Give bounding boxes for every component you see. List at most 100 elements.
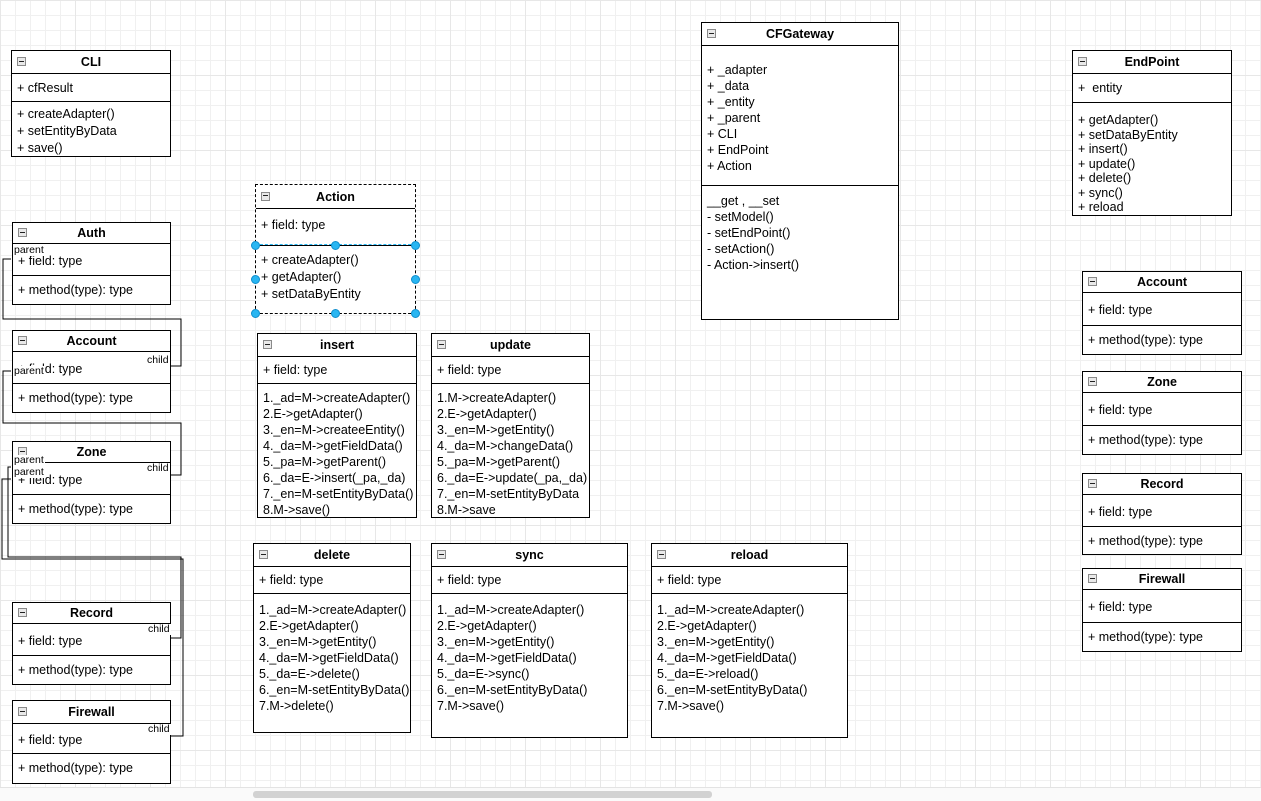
collapse-icon[interactable] <box>261 191 270 201</box>
class-delete-titlebar[interactable]: delete <box>254 544 410 567</box>
edge-label-parent-account[interactable]: parent <box>13 365 45 377</box>
methods-section[interactable]: 1._ad=M->createAdapter()2.E->getAdapter(… <box>258 384 416 517</box>
collapse-icon[interactable] <box>18 608 27 617</box>
class-firewall-left[interactable]: Firewall + field: type + method(type): t… <box>12 700 171 784</box>
edge-label-child-record[interactable]: child <box>147 623 171 635</box>
class-record-right-titlebar[interactable]: Record <box>1083 474 1241 495</box>
attributes-section[interactable]: + field: type <box>13 724 170 754</box>
class-delete[interactable]: delete + field: type 1._ad=M->createAdap… <box>253 543 411 733</box>
selection-handle-n[interactable] <box>331 241 340 250</box>
methods-section[interactable]: + getAdapter()+ setDataByEntity+ insert(… <box>1073 103 1231 215</box>
class-cli-titlebar[interactable]: CLI <box>12 51 170 74</box>
class-reload-titlebar[interactable]: reload <box>652 544 847 567</box>
edge-label-child-zone[interactable]: child <box>146 462 170 474</box>
class-insert-titlebar[interactable]: insert <box>258 334 416 357</box>
class-firewall-right[interactable]: Firewall + field: type + method(type): t… <box>1082 568 1242 652</box>
attributes-section[interactable]: + field: type <box>432 357 589 384</box>
selection-handle-s[interactable] <box>331 309 340 318</box>
collapse-icon[interactable] <box>437 550 446 559</box>
attributes-section[interactable]: + field: type <box>254 567 410 594</box>
collapse-icon[interactable] <box>1078 57 1087 66</box>
collapse-icon[interactable] <box>18 228 27 237</box>
class-zone-right-titlebar[interactable]: Zone <box>1083 372 1241 393</box>
attributes-section[interactable]: + cfResult <box>12 74 170 102</box>
selection-handle-se[interactable] <box>411 309 420 318</box>
methods-section[interactable]: 1._ad=M->createAdapter()2.E->getAdapter(… <box>652 594 847 737</box>
methods-section[interactable]: + createAdapter()+ getAdapter()+ setData… <box>256 246 415 313</box>
selection-handle-ne[interactable] <box>411 241 420 250</box>
class-cfgateway[interactable]: CFGateway + _adapter+ _data+ _entity+ _p… <box>701 22 899 320</box>
selection-handle-e[interactable] <box>411 275 420 284</box>
class-endpoint-titlebar[interactable]: EndPoint <box>1073 51 1231 74</box>
class-sync[interactable]: sync + field: type 1._ad=M->createAdapte… <box>431 543 628 738</box>
methods-section[interactable]: + method(type): type <box>13 656 170 684</box>
methods-section[interactable]: + method(type): type <box>1083 426 1241 454</box>
attributes-section[interactable]: + field: type <box>258 357 416 384</box>
methods-section[interactable]: + method(type): type <box>13 384 170 412</box>
methods-section[interactable]: + method(type): type <box>13 276 170 304</box>
attributes-section[interactable]: + field: type <box>432 567 627 594</box>
collapse-icon[interactable] <box>1088 377 1097 386</box>
methods-section[interactable]: + createAdapter()+ setEntityByData+ save… <box>12 102 170 156</box>
class-account-right[interactable]: Account + field: type + method(type): ty… <box>1082 271 1242 355</box>
horizontal-scrollbar-thumb[interactable] <box>253 791 712 798</box>
class-update[interactable]: update + field: type 1.M->createAdapter(… <box>431 333 590 518</box>
methods-section[interactable]: + method(type): type <box>13 754 170 783</box>
class-record-titlebar[interactable]: Record <box>13 603 170 624</box>
attributes-section[interactable]: + field: type <box>1083 293 1241 326</box>
collapse-icon[interactable] <box>18 707 27 716</box>
attributes-section[interactable]: + field: type <box>1083 590 1241 623</box>
class-record-left[interactable]: Record + field: type + method(type): typ… <box>12 602 171 685</box>
class-action-titlebar[interactable]: Action <box>256 185 415 209</box>
attributes-section[interactable]: + entity <box>1073 74 1231 103</box>
selection-handle-nw[interactable] <box>251 241 260 250</box>
collapse-icon[interactable] <box>17 57 26 66</box>
text-line: + createAdapter() <box>261 253 359 267</box>
collapse-icon[interactable] <box>437 340 446 349</box>
methods-section[interactable]: 1._ad=M->createAdapter()2.E->getAdapter(… <box>432 594 627 737</box>
edge-label-parent-zone-2[interactable]: parent <box>13 466 45 478</box>
collapse-icon[interactable] <box>707 29 716 38</box>
class-cfgateway-titlebar[interactable]: CFGateway <box>702 23 898 46</box>
edge-label-parent-zone-1[interactable]: parent <box>13 454 45 466</box>
attributes-section[interactable]: + field: type <box>652 567 847 594</box>
class-cli[interactable]: CLI + cfResult + createAdapter()+ setEnt… <box>11 50 171 157</box>
class-sync-titlebar[interactable]: sync <box>432 544 627 567</box>
methods-section[interactable]: __get , __set- setModel()- setEndPoint()… <box>702 186 898 319</box>
class-auth-titlebar[interactable]: Auth <box>13 223 170 244</box>
class-firewall-titlebar[interactable]: Firewall <box>13 701 170 724</box>
class-account-titlebar[interactable]: Account <box>13 331 170 352</box>
class-endpoint[interactable]: EndPoint + entity + getAdapter()+ setDat… <box>1072 50 1232 216</box>
edge-label-child-firewall[interactable]: child <box>147 723 171 735</box>
collapse-icon[interactable] <box>657 550 666 559</box>
methods-section[interactable]: + method(type): type <box>1083 527 1241 554</box>
class-insert[interactable]: insert + field: type 1._ad=M->createAdap… <box>257 333 417 518</box>
class-auth[interactable]: Auth + field: type + method(type): type <box>12 222 171 305</box>
class-update-titlebar[interactable]: update <box>432 334 589 357</box>
methods-section[interactable]: 1._ad=M->createAdapter()2.E->getAdapter(… <box>254 594 410 732</box>
class-zone-right[interactable]: Zone + field: type + method(type): type <box>1082 371 1242 455</box>
methods-section[interactable]: + method(type): type <box>1083 623 1241 651</box>
methods-section[interactable]: + method(type): type <box>1083 326 1241 354</box>
collapse-icon[interactable] <box>1088 479 1097 488</box>
class-reload[interactable]: reload + field: type 1._ad=M->createAdap… <box>651 543 848 738</box>
attributes-section[interactable]: + _adapter+ _data+ _entity+ _parent+ CLI… <box>702 46 898 186</box>
horizontal-scrollbar[interactable] <box>0 787 1261 801</box>
collapse-icon[interactable] <box>1088 574 1097 583</box>
collapse-icon[interactable] <box>18 336 27 345</box>
class-account-right-titlebar[interactable]: Account <box>1083 272 1241 293</box>
class-record-right[interactable]: Record + field: type + method(type): typ… <box>1082 473 1242 555</box>
methods-section[interactable]: 1.M->createAdapter()2.E->getAdapter()3._… <box>432 384 589 517</box>
collapse-icon[interactable] <box>1088 277 1097 286</box>
edge-label-parent-auth[interactable]: parent <box>13 244 45 256</box>
selection-handle-w[interactable] <box>251 275 260 284</box>
collapse-icon[interactable] <box>259 550 268 559</box>
attributes-section[interactable]: + field: type <box>1083 495 1241 527</box>
class-firewall-right-titlebar[interactable]: Firewall <box>1083 569 1241 590</box>
methods-section[interactable]: + method(type): type <box>13 495 170 523</box>
edge-label-child-account[interactable]: child <box>146 354 170 366</box>
attributes-section[interactable]: + field: type <box>1083 393 1241 426</box>
selection-handle-sw[interactable] <box>251 309 260 318</box>
collapse-icon[interactable] <box>263 340 272 349</box>
